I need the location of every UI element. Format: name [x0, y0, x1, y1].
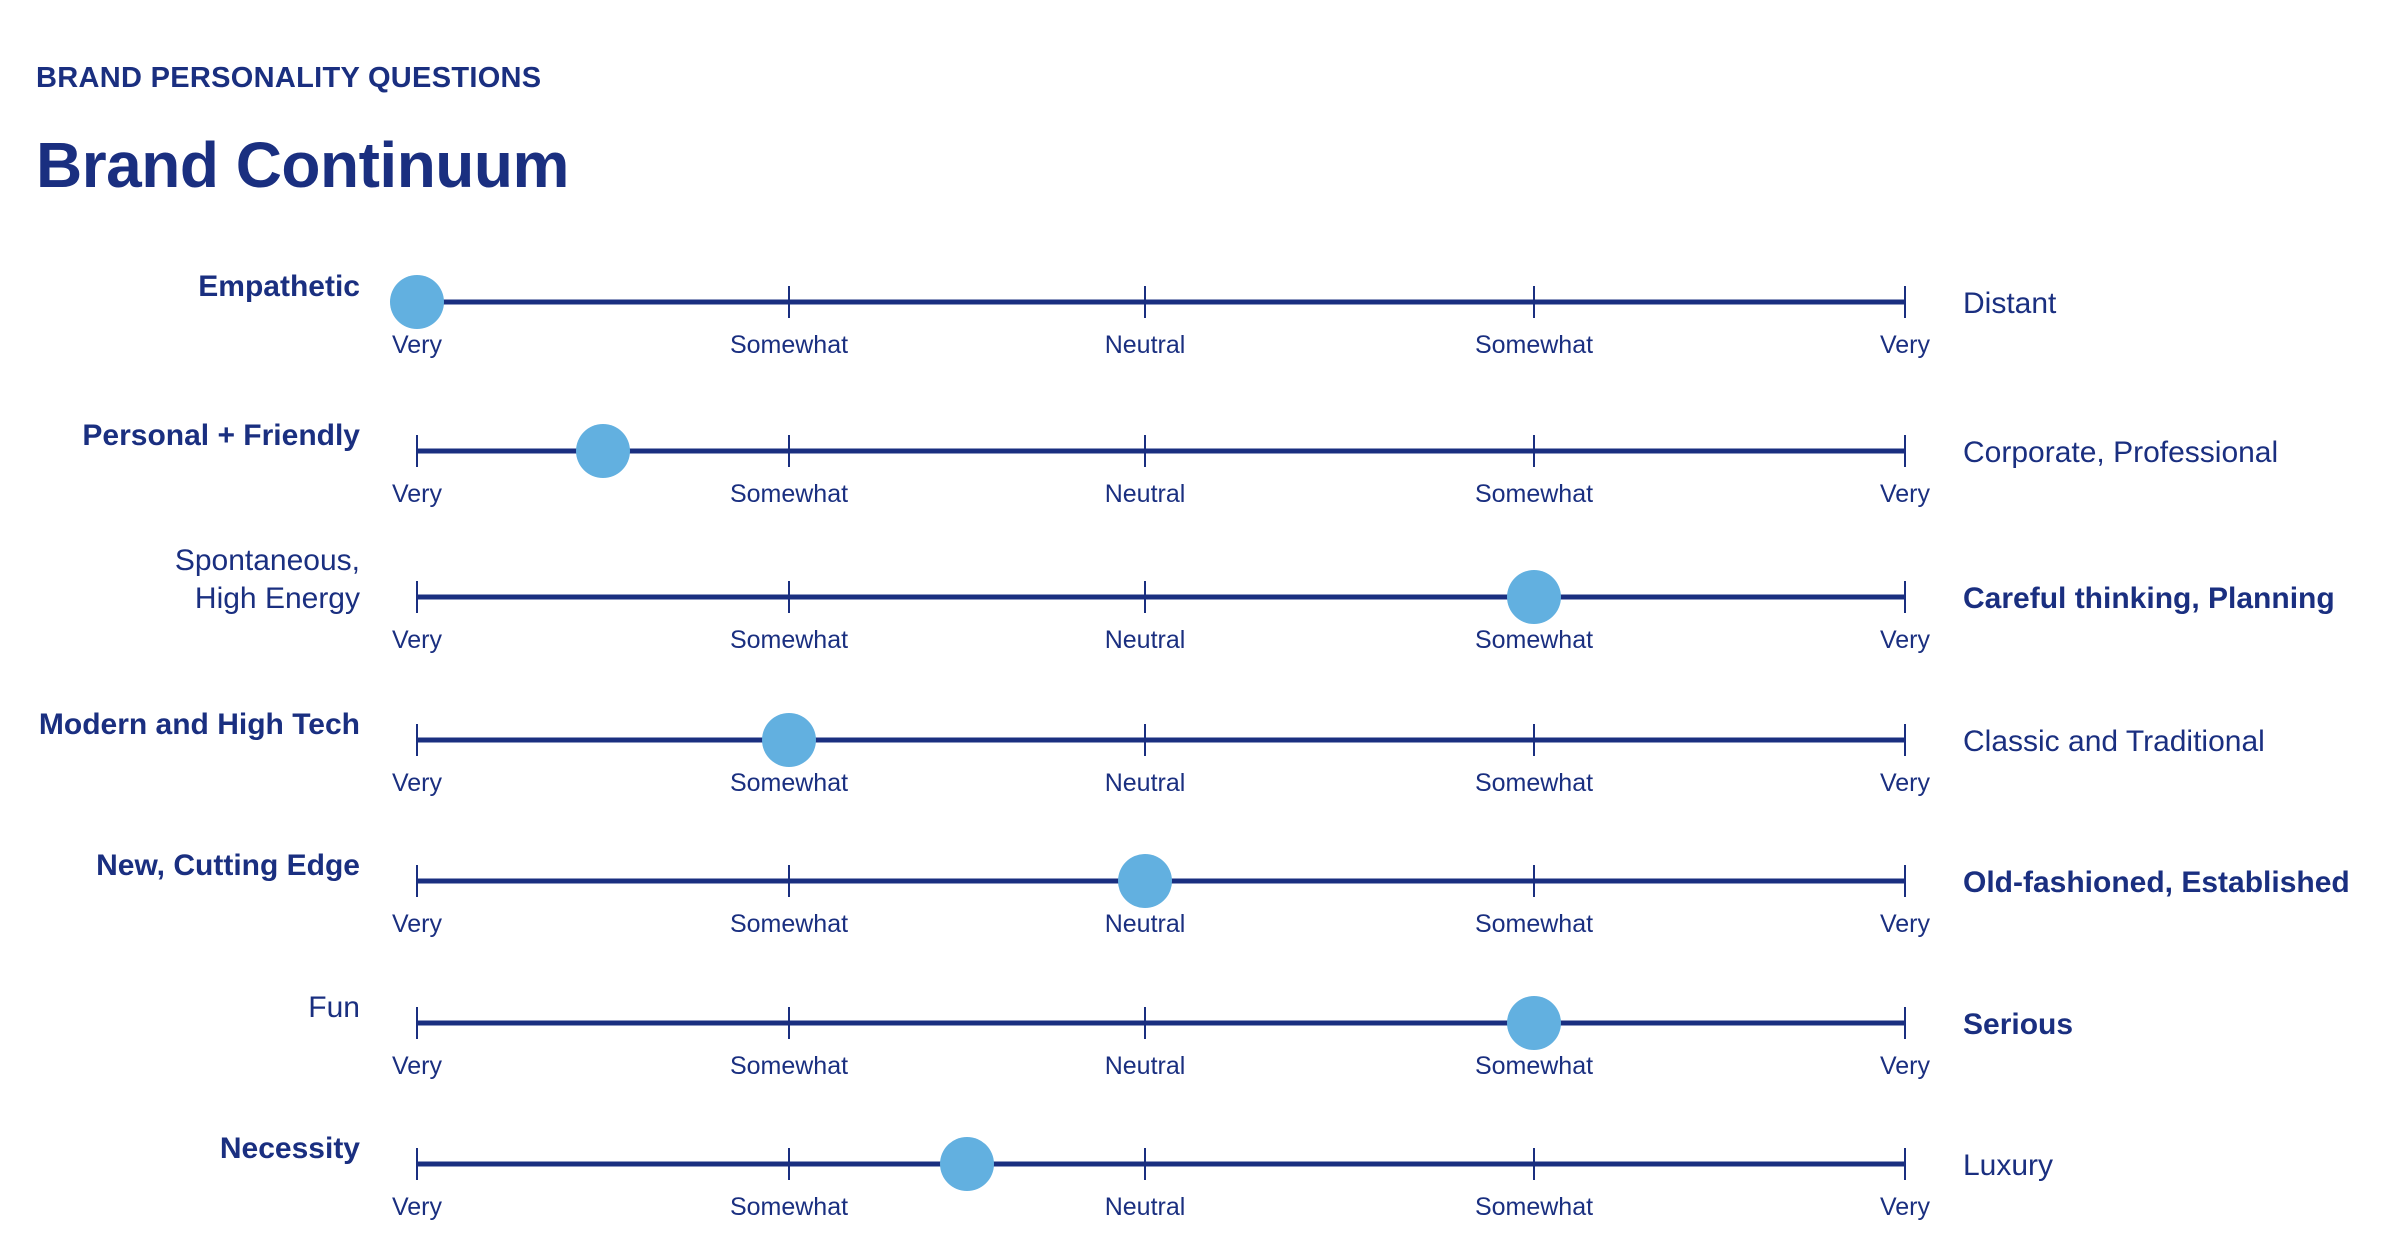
right-trait-label: Classic and Traditional — [1963, 725, 2265, 758]
scale-label: Somewhat — [1475, 1052, 1593, 1080]
right-trait-label: Luxury — [1963, 1149, 2053, 1182]
scale-label: Somewhat — [730, 1193, 848, 1221]
position-marker — [940, 1137, 994, 1191]
scale-label: Neutral — [1105, 910, 1186, 938]
scale-label: Neutral — [1105, 1052, 1186, 1080]
scale-label: Very — [1880, 480, 1931, 508]
right-trait-label: Careful thinking, Planning — [1963, 582, 2335, 615]
scale-label: Somewhat — [1475, 331, 1593, 359]
left-trait-label: Personal + Friendly — [82, 419, 360, 452]
scale-label: Very — [392, 910, 443, 938]
scale-label: Very — [1880, 910, 1931, 938]
scale-label: Somewhat — [730, 910, 848, 938]
left-trait-label: New, Cutting Edge — [96, 849, 360, 882]
position-marker — [1118, 854, 1172, 908]
scale-label: Somewhat — [1475, 480, 1593, 508]
right-trait-label: Old-fashioned, Established — [1963, 866, 2350, 899]
scale-label: Very — [392, 626, 443, 654]
scale-label: Very — [1880, 331, 1931, 359]
left-trait-label: Necessity — [220, 1132, 360, 1165]
position-marker — [390, 275, 444, 329]
scale-label: Somewhat — [1475, 1193, 1593, 1221]
right-trait-label: Distant — [1963, 287, 2057, 320]
scale-label: Very — [392, 1052, 443, 1080]
scale-label: Very — [1880, 626, 1931, 654]
scale-label: Somewhat — [730, 480, 848, 508]
scale-label: Neutral — [1105, 480, 1186, 508]
scale-label: Very — [392, 1193, 443, 1221]
section-eyebrow: BRAND PERSONALITY QUESTIONS — [36, 62, 542, 94]
left-trait-label: High Energy — [195, 582, 360, 615]
scale-label: Neutral — [1105, 1193, 1186, 1221]
scale-label: Very — [1880, 1052, 1931, 1080]
scale-label: Very — [392, 331, 443, 359]
scale-label: Very — [1880, 1193, 1931, 1221]
scale-label: Somewhat — [730, 769, 848, 797]
scale-label: Neutral — [1105, 626, 1186, 654]
scale-label: Neutral — [1105, 769, 1186, 797]
scale-label: Somewhat — [1475, 626, 1593, 654]
scale-label: Somewhat — [730, 1052, 848, 1080]
position-marker — [1507, 570, 1561, 624]
left-trait-label: Fun — [308, 991, 360, 1024]
right-trait-label: Serious — [1963, 1008, 2073, 1041]
position-marker — [762, 713, 816, 767]
scale-label: Somewhat — [1475, 910, 1593, 938]
page-title: Brand Continuum — [36, 129, 569, 201]
position-marker — [576, 424, 630, 478]
left-trait-label: Spontaneous, — [175, 544, 360, 577]
scale-label: Very — [1880, 769, 1931, 797]
left-trait-label: Modern and High Tech — [39, 708, 360, 741]
position-marker — [1507, 996, 1561, 1050]
scale-label: Somewhat — [730, 626, 848, 654]
right-trait-label: Corporate, Professional — [1963, 436, 2278, 469]
scale-label: Very — [392, 769, 443, 797]
scale-label: Neutral — [1105, 331, 1186, 359]
scale-label: Somewhat — [1475, 769, 1593, 797]
scale-label: Somewhat — [730, 331, 848, 359]
scale-label: Very — [392, 480, 443, 508]
left-trait-label: Empathetic — [198, 270, 360, 303]
